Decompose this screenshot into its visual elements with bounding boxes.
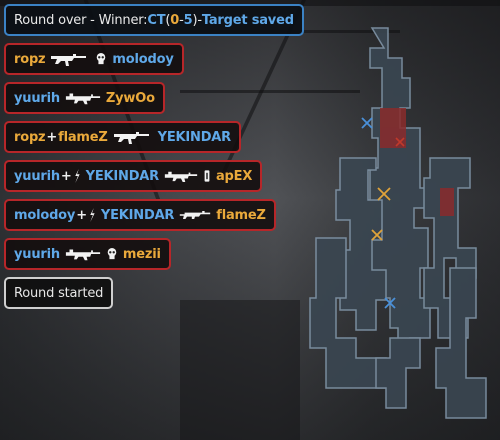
attacker-name: yuurih <box>14 90 60 106</box>
attacker-name: ropz <box>14 51 46 67</box>
wallbang-icon <box>203 168 211 184</box>
flashbang-icon <box>88 208 96 222</box>
round-over-prefix: Round over - Winner: <box>14 12 148 28</box>
score-t: 0 <box>170 12 180 28</box>
kill-entry: yuurih + YEKINDAR apEX <box>4 160 263 192</box>
victim-name: mezii <box>122 246 161 262</box>
ct-death-marker <box>384 297 396 309</box>
ak47-icon <box>50 51 90 67</box>
round-result: Target saved <box>201 12 294 28</box>
kill-entry: ropz + flameZ YEKINDAR <box>4 121 241 153</box>
headshot-icon <box>95 51 107 67</box>
radar-minimap <box>309 27 487 419</box>
m4a1-icon <box>65 90 101 106</box>
building-block <box>180 300 300 440</box>
score-sep: - <box>179 12 184 28</box>
blood-marker <box>395 137 405 147</box>
round-started-notice: Round started <box>4 277 114 309</box>
score-open: ( <box>165 12 171 28</box>
m4a4-icon <box>164 168 198 184</box>
victim-name: ZywOo <box>105 90 155 106</box>
t-death-marker <box>377 187 391 201</box>
winner-team: CT <box>147 12 166 28</box>
attacker-name: ropz <box>14 129 46 145</box>
bombsite-b <box>440 188 454 216</box>
result-separator: - <box>197 12 202 28</box>
m4a1-icon <box>65 246 101 262</box>
flashbang-icon <box>73 169 81 183</box>
kill-entry: molodoy + YEKINDAR flameZ <box>4 199 276 231</box>
assister-name: YEKINDAR <box>100 207 175 223</box>
t-death-marker <box>371 229 383 241</box>
map-region <box>335 157 387 331</box>
score-close: ) <box>192 12 198 28</box>
assist-plus: + <box>76 207 87 223</box>
victim-name: apEX <box>215 168 253 184</box>
attacker-name: yuurih <box>14 168 60 184</box>
kill-entry: yuurih ZywOo <box>4 82 165 114</box>
victim-name: molodoy <box>112 51 174 67</box>
assister-name: flameZ <box>58 129 108 145</box>
round-over-notice: Round over - Winner: CT ( 0 - 5 ) - Targ… <box>4 4 304 36</box>
kill-entry: ropz molodoy <box>4 43 184 75</box>
round-started-label: Round started <box>14 285 104 301</box>
headshot-icon <box>106 246 118 262</box>
ceiling-truss <box>0 0 500 6</box>
kill-entry: yuurih mezii <box>4 238 171 270</box>
famas-icon <box>179 207 211 223</box>
assister-name: YEKINDAR <box>85 168 160 184</box>
ct-death-marker <box>361 117 373 129</box>
score-ct: 5 <box>183 12 193 28</box>
event-feed: Round over - Winner: CT ( 0 - 5 ) - Targ… <box>4 4 304 309</box>
assist-plus: + <box>60 168 72 184</box>
assist-plus: + <box>46 129 58 145</box>
map-region <box>375 337 421 409</box>
victim-name: flameZ <box>216 207 266 223</box>
victim-name: YEKINDAR <box>157 129 232 145</box>
ak47-icon <box>113 129 153 145</box>
bombsite-a <box>380 108 406 148</box>
attacker-name: molodoy <box>14 207 76 223</box>
attacker-name: yuurih <box>14 246 60 262</box>
map-region <box>435 267 487 419</box>
ceiling-truss <box>180 90 360 93</box>
